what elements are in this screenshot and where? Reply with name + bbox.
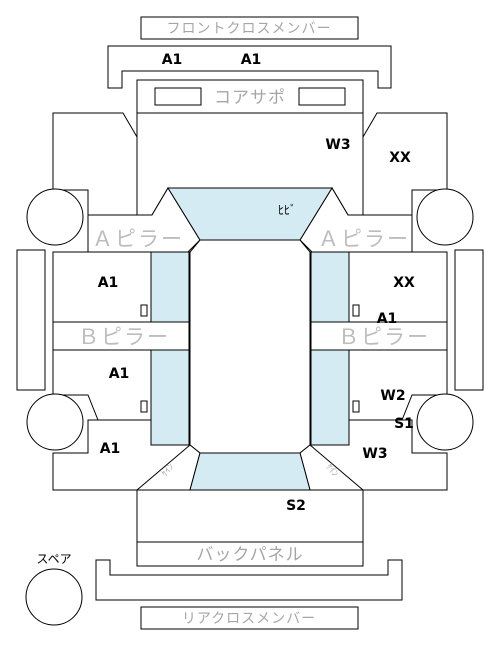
rear-cross-member-label: リアクロスメンバー: [182, 611, 316, 627]
back-panel-label: バックパネル: [196, 545, 303, 565]
front-cross-member-label: フロントクロスメンバー: [167, 21, 332, 37]
front-left-door-code: A1: [98, 275, 119, 291]
rear-right-handle: [352, 400, 360, 413]
spare-tire: [25, 568, 83, 626]
a-pillar-left-label: Ａピラー: [92, 227, 184, 251]
rear-left-door-code: A1: [109, 366, 130, 382]
b-pillar-right-label: Ｂピラー: [338, 325, 430, 349]
rear-bumper: [95, 559, 403, 601]
front-right-handle: [352, 304, 360, 317]
rear-right-quarter: [309, 419, 448, 491]
front-left-wheel: [26, 188, 84, 246]
front-cross-member-box: [140, 16, 359, 40]
roof: [189, 239, 311, 454]
headlight-right: [298, 87, 346, 106]
rear-left-quarter: [52, 419, 191, 491]
front-right-door-code: XX: [393, 275, 415, 291]
spare-label: スペア: [36, 552, 71, 566]
front-right-wheel: [416, 188, 474, 246]
front-cross-code-left: A1: [162, 52, 183, 68]
rear-right-door-code: W2: [380, 388, 405, 404]
a-pillar-right-label: Ａピラー: [318, 227, 410, 251]
headlight-left: [154, 87, 202, 106]
b-pillar-right-shape: [310, 321, 448, 351]
left-sill: [16, 249, 46, 391]
front-cross-code-right: A1: [241, 52, 262, 68]
front-right-fender: [362, 112, 448, 216]
rear-left-handle: [140, 400, 148, 413]
rear-right-quarter-code: W3: [362, 446, 387, 462]
front-left-door: [52, 251, 152, 323]
front-right-door: [348, 251, 448, 323]
rear-right-wheel: [416, 393, 474, 451]
right-sill-code: S1: [394, 416, 414, 432]
hood-code: W3: [325, 137, 350, 153]
trunk-lid: [136, 489, 364, 543]
core-support-label: コアサポ: [214, 88, 286, 108]
front-left-handle: [140, 304, 148, 317]
rear-cross-member-box: [140, 606, 359, 630]
front-bumper: [107, 45, 392, 89]
rear-left-quarter-code: A1: [100, 441, 121, 457]
rear-left-wheel: [26, 393, 84, 451]
back-panel-box: [136, 541, 364, 567]
trunk-code: S2: [286, 498, 306, 514]
right-b-pillar-code: A1: [377, 311, 398, 327]
front-right-fender-code: XX: [389, 150, 411, 166]
rear-glass: [189, 452, 311, 491]
b-pillar-left-shape: [52, 321, 190, 351]
b-pillar-left-label: Ｂピラー: [78, 325, 170, 349]
right-sill: [454, 249, 484, 391]
windshield-label: ﾋﾋﾞ: [278, 203, 296, 217]
